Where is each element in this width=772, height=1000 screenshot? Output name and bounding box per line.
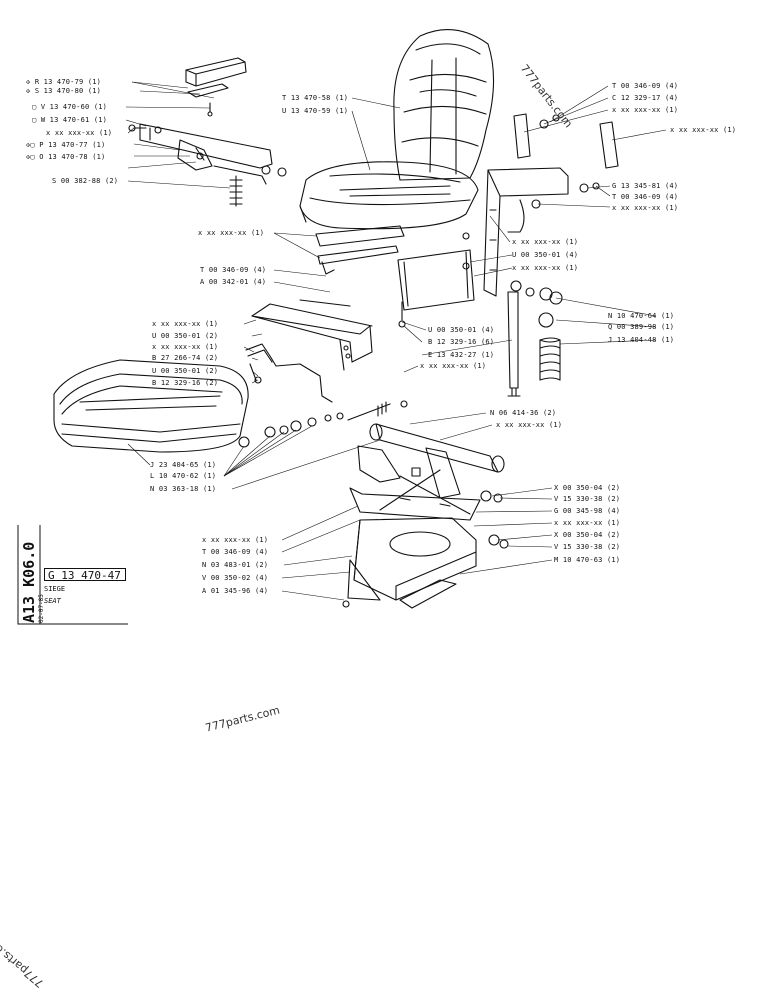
callout: x xx xxx-xx (1)	[512, 238, 579, 246]
callout: T 00 346-09 (4)	[612, 193, 679, 201]
callout: X 00 350-04 (2)	[554, 531, 621, 539]
seat-frame-bracket	[251, 299, 373, 371]
callout: ✣ R 13 470-79 (1)	[26, 78, 102, 86]
callout: T 13 470-58 (1)	[282, 94, 349, 102]
callout: ✣ S 13 470-80 (1)	[26, 87, 102, 95]
seat-backrest	[393, 29, 495, 181]
callout: x xx xxx-xx (1)	[202, 536, 269, 544]
callout: x xx xxx-xx (1)	[670, 126, 737, 134]
callout: J 13 404-48 (1)	[608, 336, 675, 344]
armrest-pad	[185, 57, 247, 117]
callout: V 15 330-38 (2)	[554, 543, 621, 551]
callout: N 10 470-64 (1)	[608, 312, 675, 320]
callout: B 12 329-16 (2)	[152, 379, 219, 387]
callout: N 06 414-36 (2)	[490, 409, 557, 417]
title-english: SEAT	[44, 597, 61, 605]
callout: V 15 330-38 (2)	[554, 495, 621, 503]
callout: ▢ W 13 470-61 (1)	[32, 116, 108, 124]
callout: x xx xxx-xx (1)	[512, 264, 579, 272]
callout: ✣▢ O 13 470-78 (1)	[26, 153, 106, 161]
callout: E 13 432-27 (1)	[428, 351, 495, 359]
callout: x xx xxx-xx (1)	[420, 362, 487, 370]
tubular-frame	[245, 343, 333, 403]
callout: L 10 470-62 (1)	[150, 472, 217, 480]
callout: X 00 350-04 (2)	[554, 484, 621, 492]
callout: V 00 350-02 (4)	[202, 574, 269, 582]
callout: x xx xxx-xx (1)	[198, 229, 265, 237]
callout: B 12 329-16 (6)	[428, 338, 495, 346]
callout: U 00 350-01 (2)	[152, 367, 219, 375]
callout: S 00 382-88 (2)	[52, 177, 119, 185]
callout: G 00 345-98 (4)	[554, 507, 621, 515]
seat-slide-rail	[315, 225, 405, 275]
armrest-bracket	[128, 123, 287, 207]
callout: U 00 350-01 (4)	[512, 251, 579, 259]
callout: ▢ V 13 470-60 (1)	[32, 103, 108, 111]
callout: x xx xxx-xx (1)	[152, 343, 219, 351]
callout: x xx xxx-xx (1)	[496, 421, 563, 429]
callout: U 00 350-01 (4)	[428, 326, 495, 334]
gas-spring	[507, 280, 563, 397]
callout: Q 00 389-98 (1)	[608, 323, 675, 331]
cross-bracket	[397, 232, 475, 328]
bolt-set	[238, 400, 408, 448]
callout: T 00 346-09 (4)	[202, 548, 269, 556]
suspension-scissor	[349, 423, 505, 521]
callout: N 03 363-18 (1)	[150, 485, 217, 493]
callout: T 00 346-09 (4)	[200, 266, 267, 274]
callout: G 13 345-81 (4)	[612, 182, 679, 190]
callout: U 00 350-01 (2)	[152, 332, 219, 340]
seat-base-cushion	[53, 359, 249, 453]
callout: x xx xxx-xx (1)	[612, 106, 679, 114]
callout: T 00 346-09 (4)	[612, 82, 679, 90]
callout: ✣▢ P 13 470-77 (1)	[26, 141, 106, 149]
part-number: G 13 470-47	[44, 568, 126, 582]
callout: B 27 266-74 (2)	[152, 354, 219, 362]
callout: J 23 404-65 (1)	[150, 461, 217, 469]
callout: x xx xxx-xx (1)	[554, 519, 621, 527]
seat-cushion	[299, 161, 479, 230]
base-plate	[342, 490, 509, 609]
callout: A 00 342-01 (4)	[200, 278, 267, 286]
callout: x xx xxx-xx (1)	[612, 204, 679, 212]
callout: A 01 345-96 (4)	[202, 587, 269, 595]
title-french: SIEGE	[44, 585, 66, 593]
adjustment-levers	[513, 113, 619, 193]
callout: M 10 470-63 (1)	[554, 556, 621, 564]
callout: x xx xxx-xx (1)	[46, 129, 113, 137]
callout: x xx xxx-xx (1)	[152, 320, 219, 328]
callout: U 13 470-59 (1)	[282, 107, 349, 115]
callout: C 12 329-17 (4)	[612, 94, 679, 102]
callout: N 03 483-01 (2)	[202, 561, 269, 569]
side-bracket	[483, 167, 569, 297]
section-code: A13 K06.0	[20, 541, 38, 623]
